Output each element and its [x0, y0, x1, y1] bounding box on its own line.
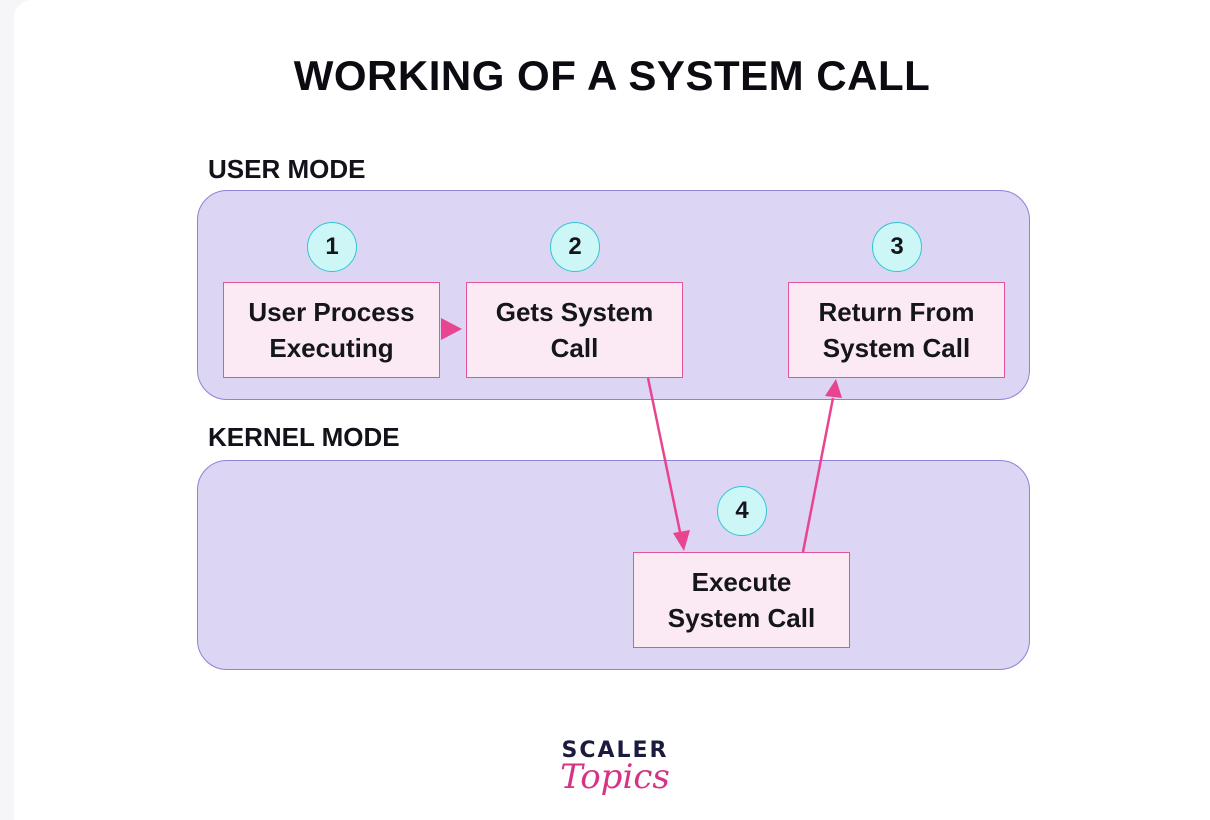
step-1-line2: Executing — [269, 333, 394, 363]
kernel-mode-panel — [197, 460, 1030, 670]
step-3-box: Return From System Call — [788, 282, 1005, 378]
step-2-box: Gets System Call — [466, 282, 683, 378]
step-4-box: Execute System Call — [633, 552, 850, 648]
step-4-line2: System Call — [667, 603, 816, 633]
step-2-line1: Gets System — [495, 296, 654, 327]
kernel-mode-label: KERNEL MODE — [208, 422, 400, 452]
step-1-number: 1 — [307, 222, 357, 272]
user-mode-label: USER MODE — [208, 154, 366, 184]
step-2-number: 2 — [550, 222, 600, 272]
diagram-canvas — [14, 0, 1210, 820]
step-1-box: User Process Executing — [223, 282, 440, 378]
logo-wordmark-top: SCALER — [561, 738, 669, 763]
step-2-line2: Call — [550, 333, 599, 363]
step-3-line1: Return From — [818, 296, 975, 327]
logo-wordmark-bottom: Topics — [560, 757, 670, 797]
diagram-title: WORKING OF A SYSTEM CALL — [293, 52, 931, 99]
step-4-number: 4 — [717, 486, 767, 536]
step-3-number: 3 — [872, 222, 922, 272]
step-3-line2: System Call — [822, 333, 971, 363]
scaler-topics-logo: SCALER Topics — [540, 738, 690, 797]
step-1-line1: User Process — [248, 296, 415, 327]
step-4-line1: Execute — [691, 566, 792, 597]
